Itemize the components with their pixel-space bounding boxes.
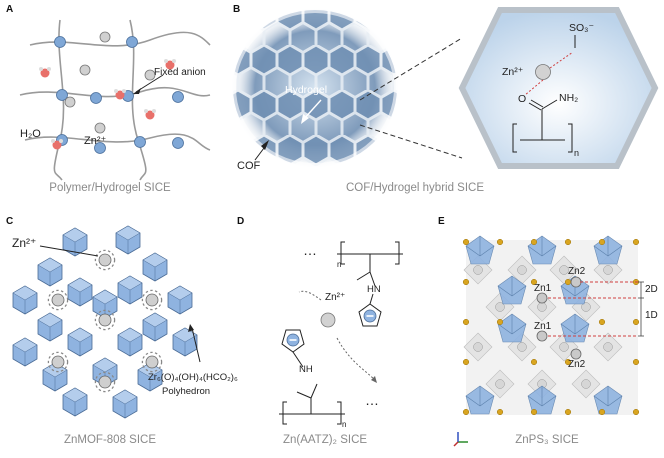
panel-a-label: A [6,4,14,15]
zinc-ion-label-d: Zn²⁺ [325,292,346,303]
cluster-formula: Zr₆(O)₄(OH)₄(HCO₂)₆ [148,372,238,383]
polymer-network-illustration [19,19,211,181]
hydrogel-label: Hydrogel [285,84,328,96]
dimension-2d-label: 2D [645,284,658,295]
caption-e: ZnPS₃ SICE [515,434,579,446]
repeat-n-top: n [337,260,342,269]
cluster-name: Polyhedron [162,386,211,397]
caption-d: Zn(AATZ)₂ SICE [282,434,368,446]
fixed-anion-label: Fixed anion [154,67,206,78]
panel-e: E [430,212,664,458]
caption-b: COF/Hydrogel hybrid SICE [345,182,485,194]
oxygen-label: O [518,93,527,105]
site-label-zn1-upper: Zn1 [534,283,552,294]
dimension-1d-label: 1D [645,310,658,321]
znps3-illustration [453,235,644,447]
panel-c: C Zn²⁺ Zr₆(O)₄(OH)₄(HCO₂)₆ Polyhedron [0,212,238,458]
nh-label: NH [299,364,313,375]
water-label: H₂O [20,128,41,140]
sulfonate-label: SO₃⁻ [569,22,594,34]
cof-hydrogel-illustration [229,6,659,170]
panel-d-label: D [237,216,245,227]
panel-b-label: B [233,4,241,15]
caption-a: Polymer/Hydrogel SICE [49,182,171,194]
caption-c: ZnMOF-808 SICE [63,434,157,446]
amide-label: NH₂ [559,92,579,104]
mof-808-illustration [12,225,201,419]
ellipsis-bottom: … [365,392,379,408]
aatz-illustration [279,241,403,425]
repeat-n-label-b: n [574,148,580,158]
ellipsis-top: … [303,242,317,258]
zinc-ion-label-b: Zn²⁺ [502,66,524,78]
panel-d: D … … Zn²⁺ HN NH n n Zn(AATZ)₂ SI [225,212,425,458]
repeat-n-bottom: n [342,420,347,429]
panel-b: B [225,0,664,200]
site-label-zn1-lower: Zn1 [534,321,552,332]
hn-label: HN [367,284,381,295]
panel-c-label: C [6,216,14,227]
site-label-zn2-bottom: Zn2 [568,359,586,370]
panel-a: A [0,0,220,200]
cof-label: COF [237,160,261,172]
zinc-ion-label-c: Zn²⁺ [12,236,37,250]
site-label-zn2-top: Zn2 [568,266,586,277]
panel-e-label: E [438,216,445,227]
zinc-ion-label-a: Zn²⁺ [84,135,107,147]
